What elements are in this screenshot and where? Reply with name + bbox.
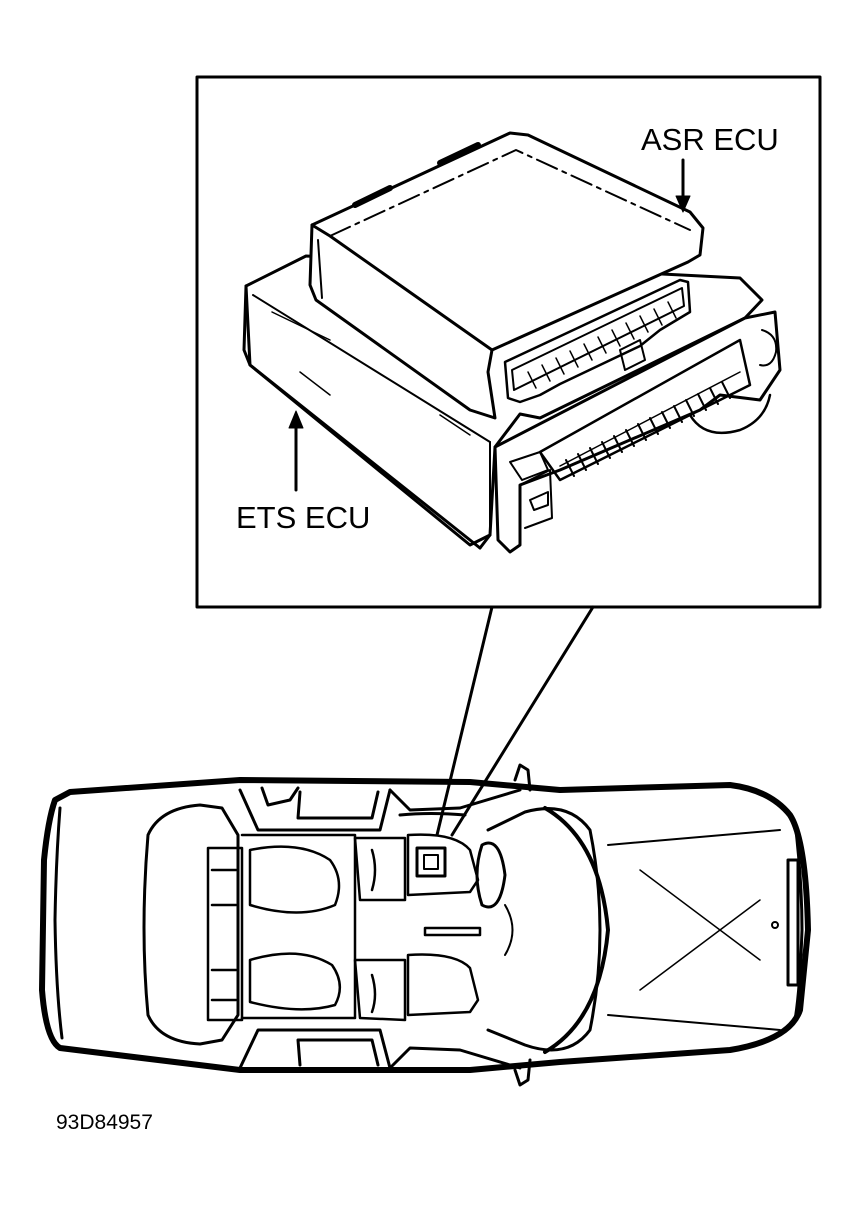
vehicle-top-view — [39, 763, 811, 1087]
ets-connector-pins — [559, 371, 741, 477]
vehicle-doors — [238, 786, 522, 1070]
detail-inset-frame — [195, 75, 822, 609]
front-seats — [353, 833, 480, 1022]
ets-ecu-connector — [493, 310, 782, 554]
callout-lines — [435, 605, 595, 837]
asr-ecu-arrow — [675, 158, 691, 213]
ecu-location-marker — [415, 846, 447, 878]
hood — [607, 829, 781, 1031]
vehicle-body-outline — [39, 777, 811, 1073]
asr-ecu-label: ASR ECU — [641, 122, 779, 157]
right-mirror — [513, 1058, 532, 1087]
left-mirror — [513, 763, 532, 792]
rear-seat — [206, 833, 357, 1022]
figure-id: 93D84957 — [56, 1111, 153, 1134]
ets-ecu-arrow — [288, 410, 304, 492]
steering-wheel — [475, 841, 507, 909]
ets-ecu-label: ETS ECU — [236, 500, 371, 535]
asr-ecu-module — [308, 131, 705, 420]
